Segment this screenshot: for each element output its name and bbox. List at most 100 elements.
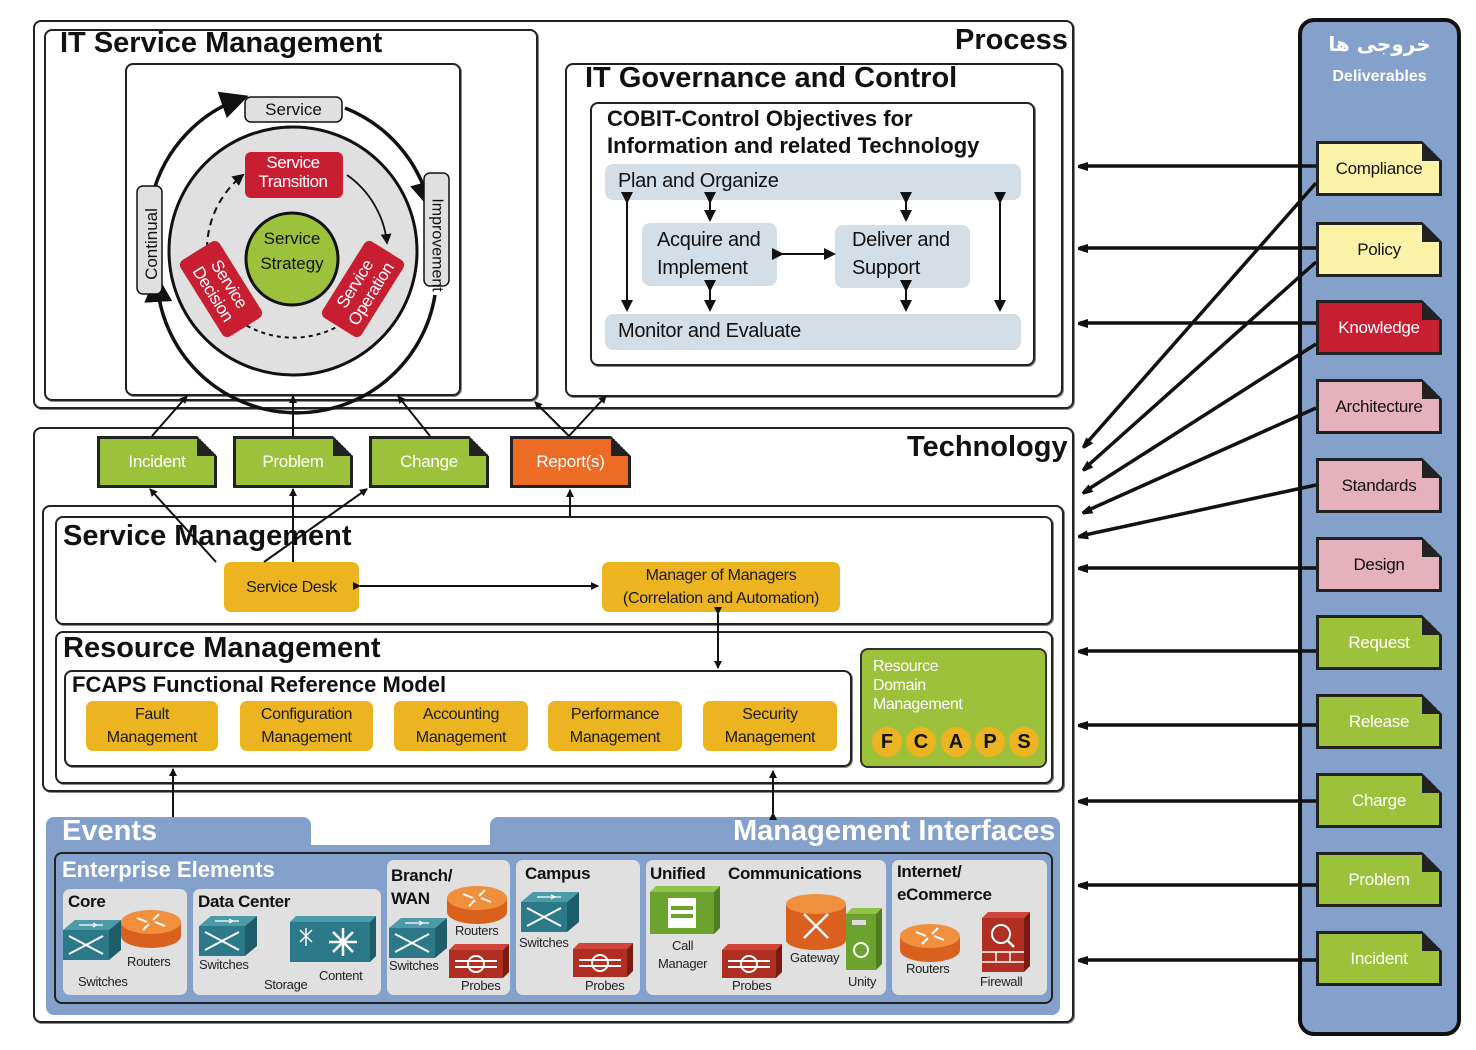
datacenter-storage-content-icon [290,916,376,962]
fcaps-letter-p: P [975,727,1005,757]
deliverable-label: Release [1348,711,1410,731]
page-fold-icon [1422,141,1442,161]
deliverable-request[interactable]: Request [1316,615,1442,670]
itil-cycle-graphic [136,91,450,415]
cycle-arc-bottom [144,274,437,415]
plan-and-organize: Plan and Organize [605,164,1021,200]
process-label: Process [955,24,1068,56]
ticket-problem[interactable]: Problem [233,436,353,488]
page-fold-icon [1422,458,1442,478]
arc-transition-operation [346,174,392,245]
gateway-icon [786,894,846,950]
deliverable-label: Policy [1357,239,1401,259]
resource-domain-title: Resource Domain Management [873,658,963,713]
campus-title: Campus [525,864,591,883]
datacenter-title: Data Center [198,892,291,911]
ticket-reports[interactable]: Report(s) [510,436,631,488]
deliverable-design[interactable]: Design [1316,537,1442,592]
branch-switches-label: Switches [389,958,439,973]
manager-of-managers[interactable]: Manager of Managers(Correlation and Auto… [602,562,840,612]
fcaps-letter-f: F [872,727,902,757]
branch-switch-icon [388,917,448,959]
unity-label: Unity [848,974,877,989]
branch-probes-label: Probes [461,978,501,993]
deliverable-architecture[interactable]: Architecture [1316,379,1442,434]
firewall-label: Firewall [980,974,1023,989]
internet-routers-label: Routers [906,961,950,976]
unity-icon [846,908,882,970]
page-fold-icon [1422,615,1442,635]
fcaps-letter-s: S [1009,727,1039,757]
deliverable-problem[interactable]: Problem [1316,852,1442,907]
campus-probes-label: Probes [585,978,625,993]
ticket-incident[interactable]: Incident [97,436,217,488]
core-title: Core [68,892,106,911]
service-operation-box [321,240,405,338]
deliverables-title-en: Deliverables [1332,68,1427,85]
mgmt-interfaces-label: Management Interfaces [733,815,1056,847]
cobit-arrows [621,192,1006,312]
deliverable-release[interactable]: Release [1316,694,1442,749]
page-fold-icon [1422,222,1442,242]
internet-title: Internet/eCommerce [897,862,992,904]
deliverable-charge[interactable]: Charge [1316,773,1442,828]
core-switches-label: Switches [78,974,128,989]
gateway-label: Gateway [790,950,840,965]
datacenter-switch-icon [198,915,258,957]
call-manager-icon [650,886,720,934]
deliverable-standards[interactable]: Standards [1316,458,1442,513]
core-switch-icon [62,919,122,961]
deliverable-label: Charge [1352,790,1406,810]
fcaps-letter-c: C [906,727,936,757]
page-fold-icon [1422,379,1442,399]
cycle-continual-box [136,185,163,295]
deliverable-label: Request [1348,632,1410,652]
internet-router-icon [899,923,961,963]
uc-probes-label: Probes [732,978,772,993]
deliverable-label: Compliance [1335,158,1423,178]
uc-probe-icon [721,943,783,979]
page-fold-icon [1422,852,1442,872]
uc-title-1: Unified [650,864,706,883]
uc-title-2: Communications [728,864,862,883]
deliverable-label: Problem [1348,869,1410,889]
resource-mgmt-title: Resource Management [63,632,381,664]
deliverable-compliance[interactable]: Compliance [1316,141,1442,196]
branch-routers-label: Routers [455,923,499,938]
cycle-service-label: Service [265,100,322,119]
cycle-service-box [244,96,343,123]
service-strategy-label: Service Strategy [260,229,324,273]
deliverable-incident[interactable]: Incident [1316,931,1442,986]
enterprise-elements-title: Enterprise Elements [62,857,275,882]
service-desk[interactable]: Service Desk [224,562,359,612]
branch-router-icon [446,885,508,925]
deliverable-label: Design [1353,554,1405,574]
dc-storage-label: Storage [264,977,308,992]
deliverable-policy[interactable]: Policy [1316,222,1442,277]
events-label: Events [62,815,158,847]
page-fold-icon [1422,300,1442,320]
arc-decision-transition [206,173,245,250]
fcaps-letter-a: A [941,727,971,757]
branch-probe-icon [448,943,510,979]
deliverable-knowledge[interactable]: Knowledge [1316,300,1442,355]
technology-label: Technology [907,431,1068,463]
page-fold-icon [1422,694,1442,714]
cobit-title-line2: Information and related Technology [607,133,980,158]
campus-switch-icon [520,891,580,933]
campus-switches-label: Switches [519,935,569,950]
ticket-change[interactable]: Change [369,436,489,488]
dc-content-label: Content [319,968,363,983]
enterprise-elements-panel [54,852,1053,1004]
service-transition-label: Service Transition [258,153,328,191]
monitor-and-evaluate: Monitor and Evaluate [605,314,1021,350]
